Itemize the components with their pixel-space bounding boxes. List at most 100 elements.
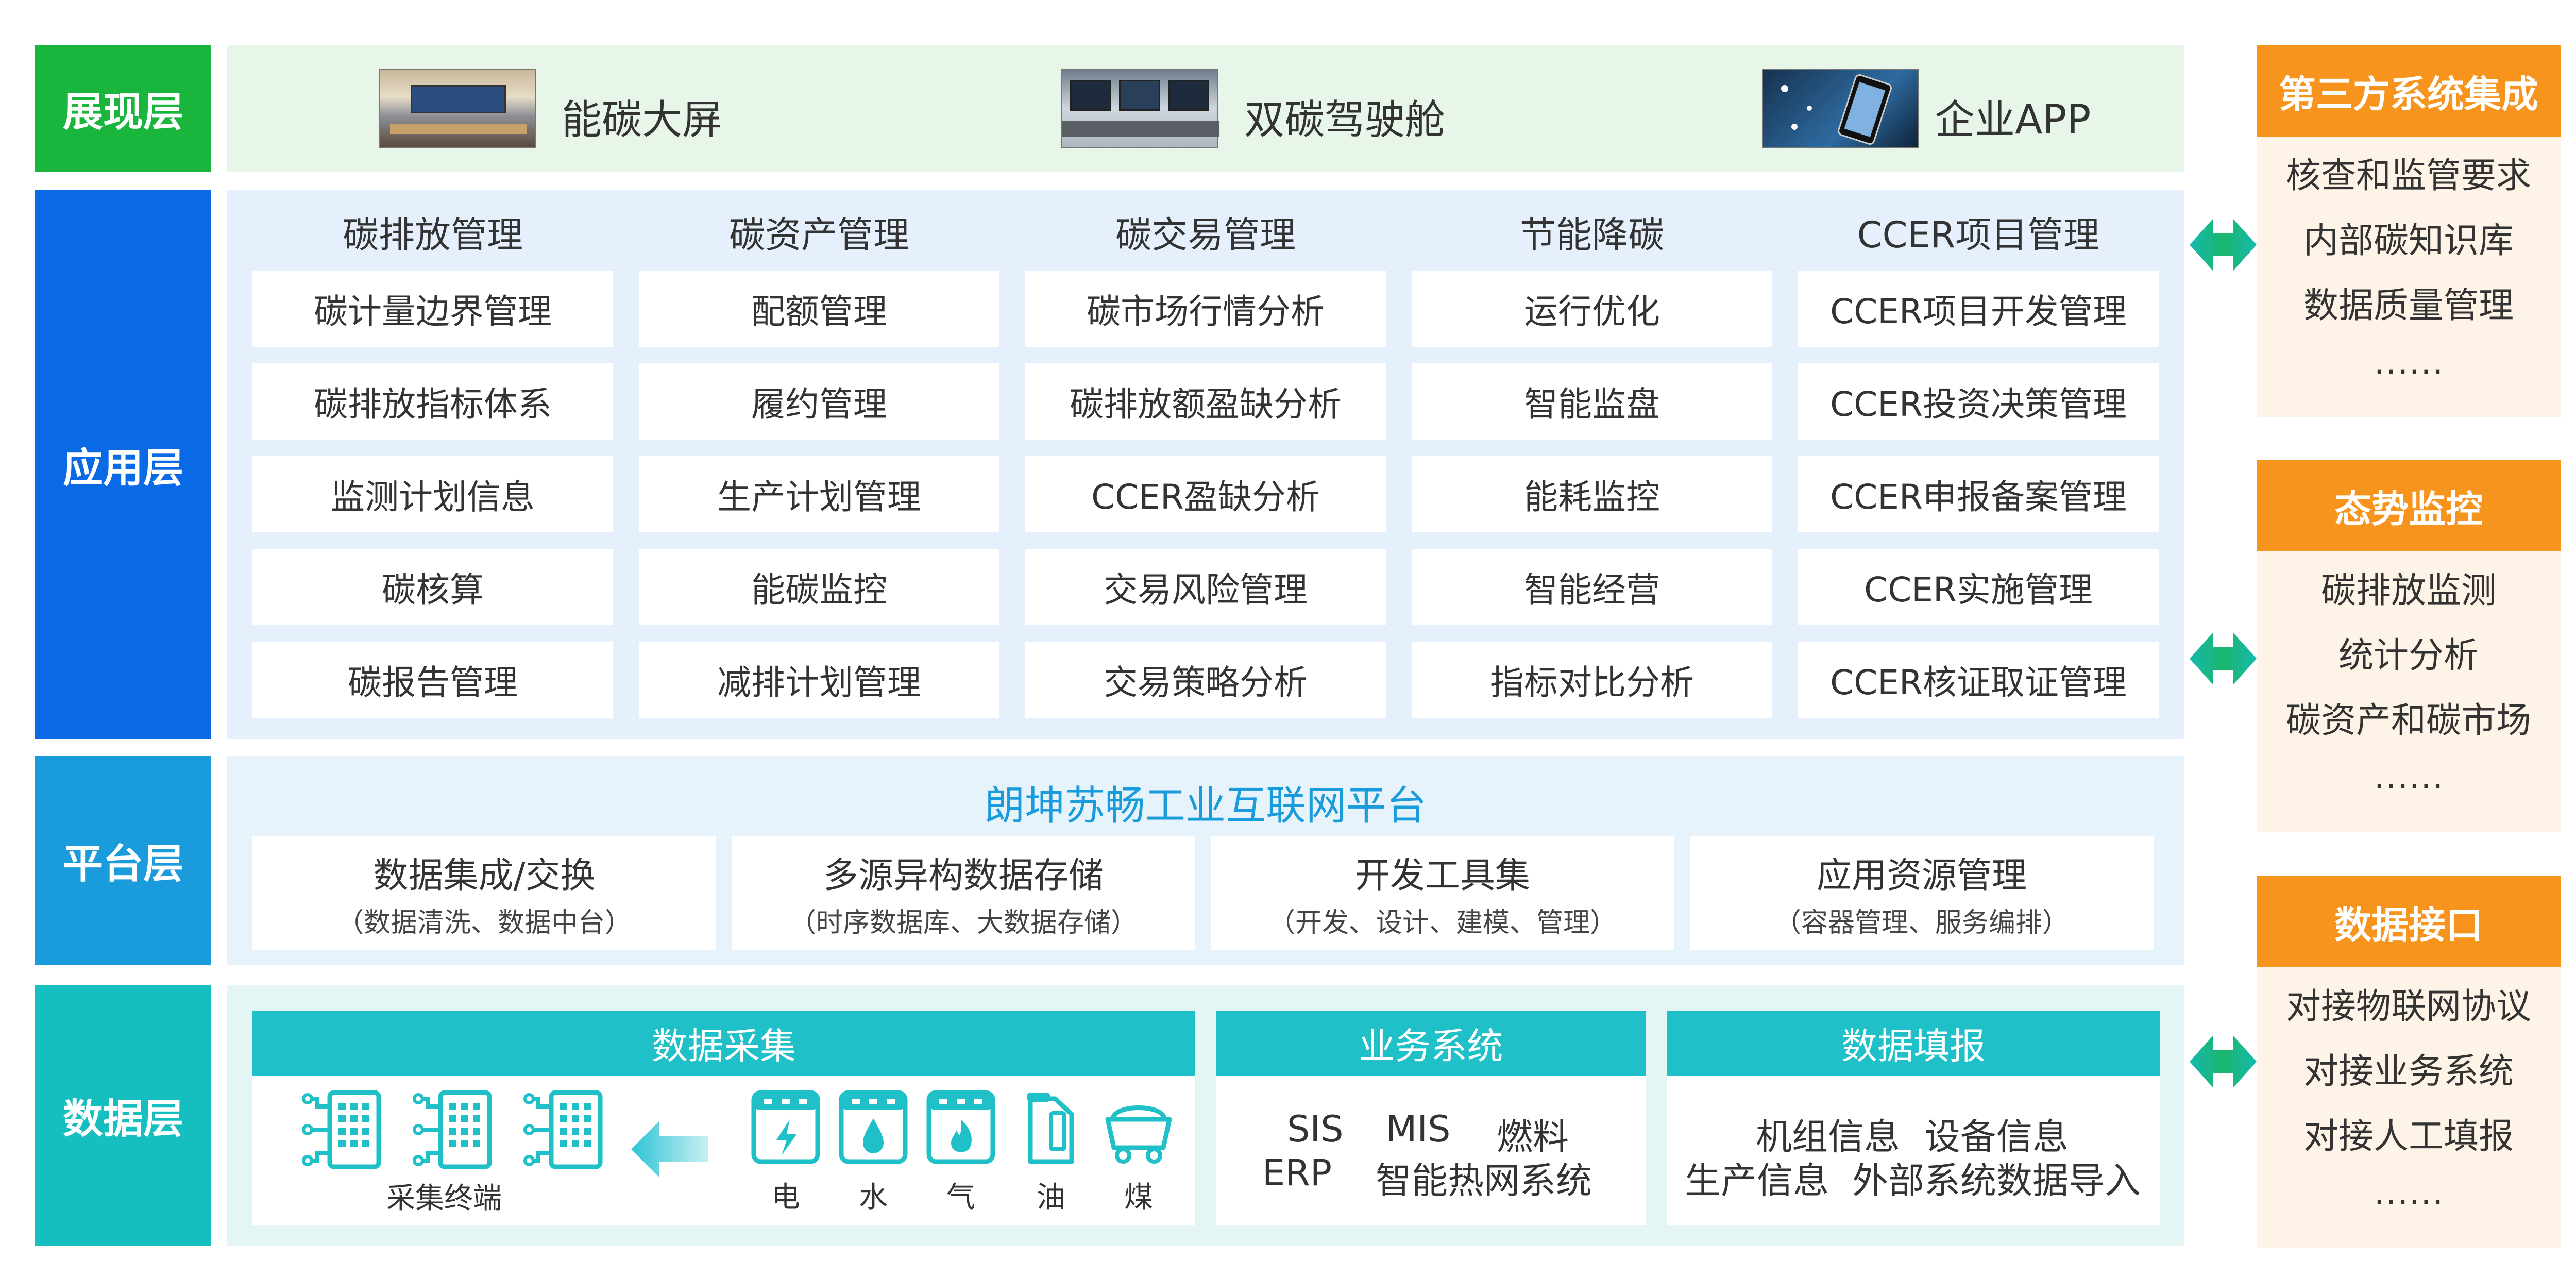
side-panel-body: 核查和监管要求内部碳知识库数据质量管理 …… (2257, 137, 2561, 417)
meter-label: 水 (859, 1181, 888, 1214)
side-panel-item: 对接物联网协议 (2285, 986, 2531, 1027)
app-function-box: 减排计划管理 (639, 642, 999, 718)
app-function-box: 智能经营 (1412, 549, 1772, 625)
side-panel-item: 碳排放监测 (2320, 570, 2496, 611)
business-system-item: SIS (1287, 1108, 1344, 1150)
app-function-box: CCER盈缺分析 (1025, 456, 1386, 532)
business-system-body (1216, 1076, 1646, 1225)
business-system-item: ERP (1262, 1152, 1332, 1194)
left-arrow-icon (631, 1121, 708, 1178)
side-panel-item: 碳资产和碳市场 (2285, 700, 2531, 741)
double-arrow-icon (2190, 633, 2257, 684)
gas-meter-icon (926, 1090, 995, 1164)
app-function-box: CCER项目开发管理 (1798, 271, 2159, 347)
presentation-item-label: 双碳驾驶舱 (1244, 97, 1446, 143)
app-function-box: 能碳监控 (639, 549, 999, 625)
platform-layer-label: 平台层 (35, 756, 211, 965)
app-function-box: CCER实施管理 (1798, 549, 2159, 625)
platform-module-title: 应用资源管理 (1816, 855, 2027, 896)
data-fill-body (1667, 1076, 2160, 1225)
collection-terminal-icon (413, 1090, 492, 1169)
platform-module-title: 数据集成/交换 (373, 855, 596, 896)
platform-module: 应用资源管理 （容器管理、服务编排） (1690, 836, 2154, 950)
side-panel-item: 对接业务系统 (2303, 1051, 2514, 1092)
smartphone-photo (1762, 69, 1919, 148)
app-function-box: 碳排放额盈缺分析 (1025, 363, 1386, 440)
app-function-box: 监测计划信息 (252, 456, 613, 532)
app-function-box: 运行优化 (1412, 271, 1772, 347)
data-layer-label: 数据层 (35, 985, 211, 1246)
side-panel-item: 数据质量管理 (2303, 286, 2514, 326)
app-function-box: CCER投资决策管理 (1798, 363, 2159, 440)
presentation-item-label: 能碳大屏 (562, 97, 723, 143)
side-panel-item: …… (2374, 1172, 2444, 1213)
app-function-box: 指标对比分析 (1412, 642, 1772, 718)
platform-module: 数据集成/交换 （数据清洗、数据中台） (252, 836, 716, 950)
data-fill-item: 生产信息 (1685, 1160, 1829, 1202)
side-panel-title: 数据接口 (2257, 876, 2561, 967)
app-function-box: 交易风险管理 (1025, 549, 1386, 625)
meter-label: 气 (946, 1181, 975, 1214)
presentation-panel: 能碳大屏 双碳驾驶舱 企业APP (227, 45, 2184, 172)
business-system-item: MIS (1386, 1108, 1451, 1150)
meter-label: 电 (771, 1181, 800, 1214)
platform-module-subtitle: （开发、设计、建模、管理） (1268, 908, 1617, 938)
platform-module: 开发工具集 （开发、设计、建模、管理） (1211, 836, 1674, 950)
side-panel-title: 态势监控 (2257, 460, 2561, 551)
electric-meter-icon (751, 1090, 820, 1164)
side-panel-body: 碳排放监测统计分析碳资产和碳市场 …… (2257, 551, 2561, 832)
platform-module-title: 开发工具集 (1354, 855, 1530, 896)
app-function-box: 碳市场行情分析 (1025, 271, 1386, 347)
app-column-title: 节能降碳 (1520, 213, 1664, 256)
collection-terminal-icon (302, 1090, 381, 1169)
presentation-item-label: 企业APP (1935, 97, 2091, 143)
data-fill-item: 外部系统数据导入 (1852, 1160, 2141, 1202)
business-system-item: 智能热网系统 (1376, 1160, 1592, 1202)
application-layer-label: 应用层 (35, 190, 211, 739)
business-system-item: 燃料 (1497, 1116, 1569, 1158)
meter-label: 油 (1037, 1181, 1065, 1214)
side-panel-body: 对接物联网协议对接业务系统对接人工填报 …… (2257, 967, 2561, 1248)
side-panel-item: 对接人工填报 (2303, 1116, 2514, 1157)
business-system-header: 业务系统 (1216, 1011, 1646, 1076)
data-fill-item: 机组信息 (1756, 1116, 1900, 1158)
app-function-box: 履约管理 (639, 363, 999, 440)
side-panel-item: …… (2374, 757, 2444, 797)
app-function-box: 碳核算 (252, 549, 613, 625)
side-panel-item: 内部碳知识库 (2303, 221, 2514, 261)
app-column-title: 碳排放管理 (343, 213, 523, 256)
app-function-box: 交易策略分析 (1025, 642, 1386, 718)
collection-terminal-label: 采集终端 (386, 1182, 502, 1215)
app-function-box: CCER核证取证管理 (1798, 642, 2159, 718)
data-fill-header: 数据填报 (1667, 1011, 2160, 1076)
app-function-box: CCER申报备案管理 (1798, 456, 2159, 532)
oil-tank-icon (1027, 1093, 1074, 1164)
double-arrow-icon (2190, 219, 2257, 271)
data-fill-item: 设备信息 (1924, 1116, 2069, 1158)
app-function-box: 碳报告管理 (252, 642, 613, 718)
app-function-box: 碳排放指标体系 (252, 363, 613, 440)
platform-title: 朗坤苏畅工业互联网平台 (984, 783, 1427, 829)
collection-terminal-icon (523, 1090, 603, 1169)
data-collection-header: 数据采集 (252, 1011, 1195, 1076)
app-column-title: 碳交易管理 (1115, 213, 1296, 256)
app-function-box: 配额管理 (639, 271, 999, 347)
platform-module-subtitle: （容器管理、服务编排） (1774, 908, 2069, 938)
platform-module-title: 多源异构数据存储 (823, 855, 1104, 896)
side-panel-item: 统计分析 (2338, 635, 2479, 676)
meter-label: 煤 (1124, 1181, 1153, 1214)
app-column-title: CCER项目管理 (1857, 213, 2100, 256)
side-panel-item: 核查和监管要求 (2285, 156, 2531, 196)
app-function-box: 生产计划管理 (639, 456, 999, 532)
double-arrow-icon (2190, 1036, 2257, 1087)
presentation-layer-label: 展现层 (35, 45, 211, 172)
monitor-desk-photo (1061, 69, 1219, 148)
coal-cart-icon (1105, 1105, 1172, 1164)
side-panel-item: …… (2374, 342, 2444, 382)
app-column-title: 碳资产管理 (729, 213, 909, 256)
platform-module-subtitle: （时序数据库、大数据存储） (789, 908, 1138, 938)
platform-module-subtitle: （数据清洗、数据中台） (336, 908, 632, 938)
side-panel-title: 第三方系统集成 (2257, 45, 2561, 137)
app-function-box: 碳计量边界管理 (252, 271, 613, 347)
platform-module: 多源异构数据存储 （时序数据库、大数据存储） (732, 836, 1195, 950)
